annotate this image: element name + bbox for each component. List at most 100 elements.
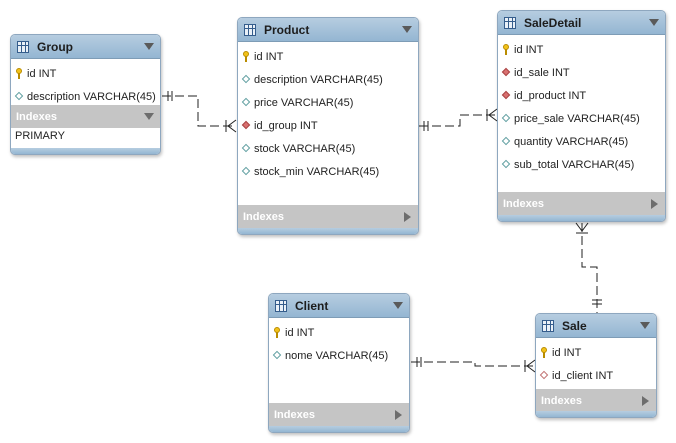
column-row[interactable]: price VARCHAR(45) — [238, 91, 418, 114]
indexes-section-header[interactable]: Indexes — [536, 389, 656, 412]
client-sale-many-mark — [526, 359, 536, 373]
primary-key-icon — [15, 68, 23, 79]
entity-footer — [269, 426, 409, 432]
column-row[interactable]: id_group INT — [238, 114, 418, 137]
entity-footer — [11, 148, 160, 154]
attribute-icon — [242, 143, 250, 154]
column-row[interactable]: id_client INT — [536, 364, 656, 387]
table-icon — [17, 40, 29, 53]
entity-sale[interactable]: Sale id INT id_client INT Indexes — [535, 313, 657, 418]
column-label: nome VARCHAR(45) — [285, 349, 389, 362]
foreign-key-icon — [502, 90, 510, 101]
column-label: id_client INT — [552, 369, 614, 382]
indexes-section-header[interactable]: Indexes — [11, 105, 160, 128]
primary-key-icon — [502, 44, 510, 55]
indexes-label: Indexes — [503, 197, 544, 210]
collapse-indexes-icon[interactable] — [144, 113, 154, 120]
entity-product[interactable]: Product id INT description VARCHAR(45) p… — [237, 17, 419, 235]
entity-header[interactable]: SaleDetail — [498, 11, 665, 35]
column-row[interactable]: quantity VARCHAR(45) — [498, 130, 665, 153]
column-label: id_sale INT — [514, 66, 570, 79]
attribute-icon — [15, 91, 23, 102]
column-row[interactable]: nome VARCHAR(45) — [269, 344, 409, 367]
relationship-client-sale-line — [411, 361, 535, 367]
indexes-label: Indexes — [243, 210, 284, 223]
index-row[interactable]: PRIMARY — [15, 130, 65, 142]
entity-title: Group — [37, 39, 73, 54]
primary-key-icon — [540, 347, 548, 358]
collapse-icon[interactable] — [649, 19, 659, 26]
entity-header[interactable]: Group — [11, 35, 160, 59]
attribute-icon — [242, 74, 250, 85]
group-product-many-mark — [227, 119, 237, 133]
expand-indexes-icon[interactable] — [651, 199, 658, 209]
indexes-section-header[interactable]: Indexes — [498, 192, 665, 215]
column-row[interactable]: id INT — [536, 341, 656, 364]
attribute-icon — [502, 136, 510, 147]
foreign-key-attribute-icon — [540, 370, 548, 381]
column-label: price VARCHAR(45) — [254, 96, 354, 109]
column-row[interactable]: description VARCHAR(45) — [11, 85, 160, 108]
column-label: id_product INT — [514, 89, 587, 102]
column-row[interactable]: id INT — [498, 38, 665, 61]
foreign-key-icon — [242, 120, 250, 131]
expand-indexes-icon[interactable] — [395, 410, 402, 420]
entity-title: Product — [264, 22, 310, 37]
column-label: id INT — [552, 346, 582, 359]
collapse-icon[interactable] — [144, 43, 154, 50]
column-row[interactable]: id_sale INT — [498, 61, 665, 84]
entity-header[interactable]: Client — [269, 294, 409, 318]
entity-footer — [536, 411, 656, 417]
entity-footer — [238, 228, 418, 234]
entity-client[interactable]: Client id INT nome VARCHAR(45) Indexes — [268, 293, 410, 433]
attribute-icon — [273, 350, 281, 361]
column-label: id INT — [27, 67, 57, 80]
expand-indexes-icon[interactable] — [642, 396, 649, 406]
table-icon — [504, 16, 516, 29]
column-label: id_group INT — [254, 119, 318, 132]
column-label: id INT — [254, 50, 284, 63]
indexes-section-header[interactable]: Indexes — [238, 205, 418, 228]
primary-key-icon — [242, 51, 250, 62]
entity-title: Sale — [562, 318, 587, 333]
entity-group[interactable]: Group id INT description VARCHAR(45) Ind… — [10, 34, 161, 155]
table-icon — [275, 299, 287, 312]
column-label: quantity VARCHAR(45) — [514, 135, 629, 148]
column-label: sub_total VARCHAR(45) — [514, 158, 635, 171]
column-row[interactable]: stock_min VARCHAR(45) — [238, 160, 418, 183]
column-row[interactable]: stock VARCHAR(45) — [238, 137, 418, 160]
expand-indexes-icon[interactable] — [404, 212, 411, 222]
column-row[interactable]: id INT — [269, 321, 409, 344]
primary-key-icon — [273, 327, 281, 338]
attribute-icon — [502, 159, 510, 170]
column-label: id INT — [514, 43, 544, 56]
column-row[interactable]: id INT — [11, 62, 160, 85]
column-row[interactable]: id_product INT — [498, 84, 665, 107]
attribute-icon — [502, 113, 510, 124]
column-label: price_sale VARCHAR(45) — [514, 112, 640, 125]
collapse-icon[interactable] — [402, 26, 412, 33]
column-row[interactable]: sub_total VARCHAR(45) — [498, 153, 665, 176]
column-row[interactable]: description VARCHAR(45) — [238, 68, 418, 91]
column-label: stock_min VARCHAR(45) — [254, 165, 380, 178]
column-label: stock VARCHAR(45) — [254, 142, 356, 155]
table-icon — [244, 23, 256, 36]
column-label: description VARCHAR(45) — [254, 73, 383, 86]
entity-title: SaleDetail — [524, 15, 582, 30]
collapse-icon[interactable] — [640, 322, 650, 329]
column-row[interactable]: id INT — [238, 45, 418, 68]
attribute-icon — [242, 97, 250, 108]
foreign-key-icon — [502, 67, 510, 78]
column-row[interactable]: price_sale VARCHAR(45) — [498, 107, 665, 130]
entity-footer — [498, 215, 665, 221]
entity-header[interactable]: Product — [238, 18, 418, 42]
attribute-icon — [242, 166, 250, 177]
relationship-sale-saledetail-line — [581, 223, 598, 313]
relationship-group-product-line — [162, 95, 236, 127]
entity-saledetail[interactable]: SaleDetail id INT id_sale INT id_product… — [497, 10, 666, 222]
entity-header[interactable]: Sale — [536, 314, 656, 338]
collapse-icon[interactable] — [393, 302, 403, 309]
indexes-section-header[interactable]: Indexes — [269, 403, 409, 426]
column-label: description VARCHAR(45) — [27, 90, 156, 103]
